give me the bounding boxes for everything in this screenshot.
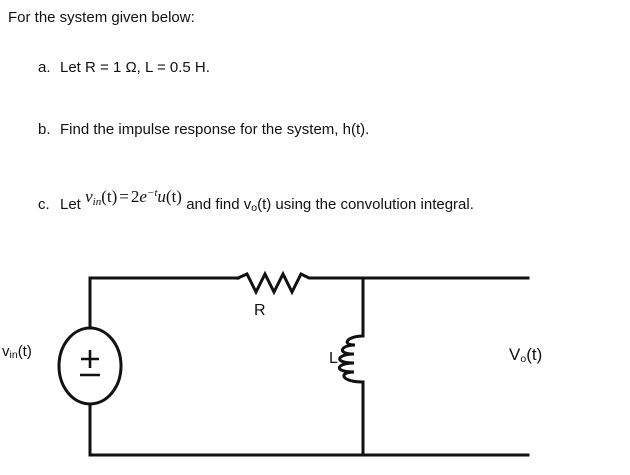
- problem-intro: For the system given below:: [8, 9, 195, 26]
- output-label-arg: (t): [526, 345, 543, 364]
- output-label-sub: o: [520, 353, 527, 365]
- eq-coefficient: 2: [130, 187, 140, 206]
- eq-step-arg: (t): [165, 187, 182, 206]
- item-c-marker: c.: [38, 196, 50, 213]
- problem-item-a: a. Let R = 1 Ω, L = 0.5 H.: [38, 58, 210, 78]
- item-a-marker: a.: [38, 59, 51, 76]
- circuit-svg: [57, 270, 530, 457]
- item-c-tail-after: (t) using the convolution integral.: [257, 196, 474, 213]
- output-voltage-label: Vo(t): [509, 345, 542, 365]
- item-a-text: Let R = 1 Ω, L = 0.5 H.: [60, 59, 210, 76]
- eq-exp-sign: −: [146, 187, 155, 199]
- item-b-text: Find the impulse response for the system…: [60, 121, 370, 138]
- source-label-arg: (t): [17, 343, 32, 360]
- source-label-base: v: [2, 343, 10, 360]
- inductor-coil: [337, 334, 365, 384]
- problem-item-b: b. Find the impulse response for the syst…: [38, 120, 369, 140]
- problem-item-c: c.Let vin(t)=2e−tu(t) and find vo(t) usi…: [38, 187, 474, 219]
- resistor-label: R: [254, 302, 266, 319]
- item-c-tail-before: and find v: [186, 196, 252, 213]
- circuit-diagram: vin(t) R L Vo(t): [0, 250, 630, 475]
- eq-exp-base: e: [139, 187, 147, 206]
- item-c-tail-sub: o: [251, 202, 258, 214]
- resistor-symbol: [236, 270, 314, 296]
- inductor-label: L: [329, 350, 338, 367]
- eq-var-arg: (t): [101, 187, 118, 206]
- output-label-base: V: [509, 345, 521, 364]
- source-label-sub: in: [9, 349, 18, 361]
- eq-var-sub: in: [92, 196, 102, 208]
- eq-var-base: v: [85, 187, 93, 206]
- source-label: vin(t): [2, 343, 32, 361]
- plus-minus-icon: [80, 350, 100, 377]
- eq-equals: =: [119, 187, 129, 206]
- item-b-marker: b.: [38, 121, 51, 138]
- eq-step-base: u: [157, 187, 166, 206]
- item-c-lead: Let: [60, 196, 81, 213]
- eq-exp-power: t: [154, 187, 158, 199]
- equation-vin: vin(t)=2e−tu(t): [81, 187, 186, 208]
